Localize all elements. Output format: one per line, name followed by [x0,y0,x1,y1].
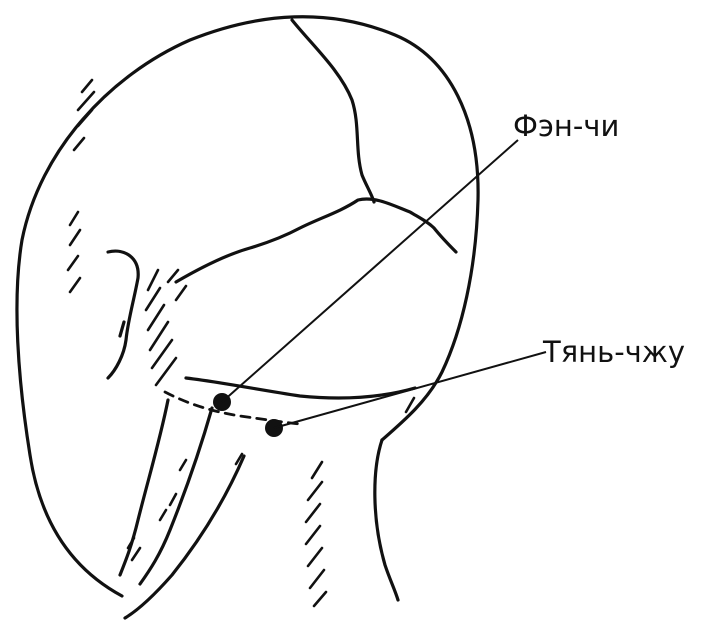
fengchi-leader-line [222,140,518,402]
hatching-skull-left [68,80,94,292]
ear-inner [120,322,124,336]
crown-seam [292,20,374,202]
tianzhu-label: Тянь-чжу [543,338,685,367]
hatching-ear [146,270,186,385]
lateral-seam [176,199,456,282]
fengchi-label: Фэн-чи [513,112,619,141]
neck-back-outline [375,440,398,600]
neck-muscle-line-2 [125,456,244,618]
hairline-dashed [165,392,300,424]
ear [108,251,138,378]
skull-outline [17,17,478,596]
